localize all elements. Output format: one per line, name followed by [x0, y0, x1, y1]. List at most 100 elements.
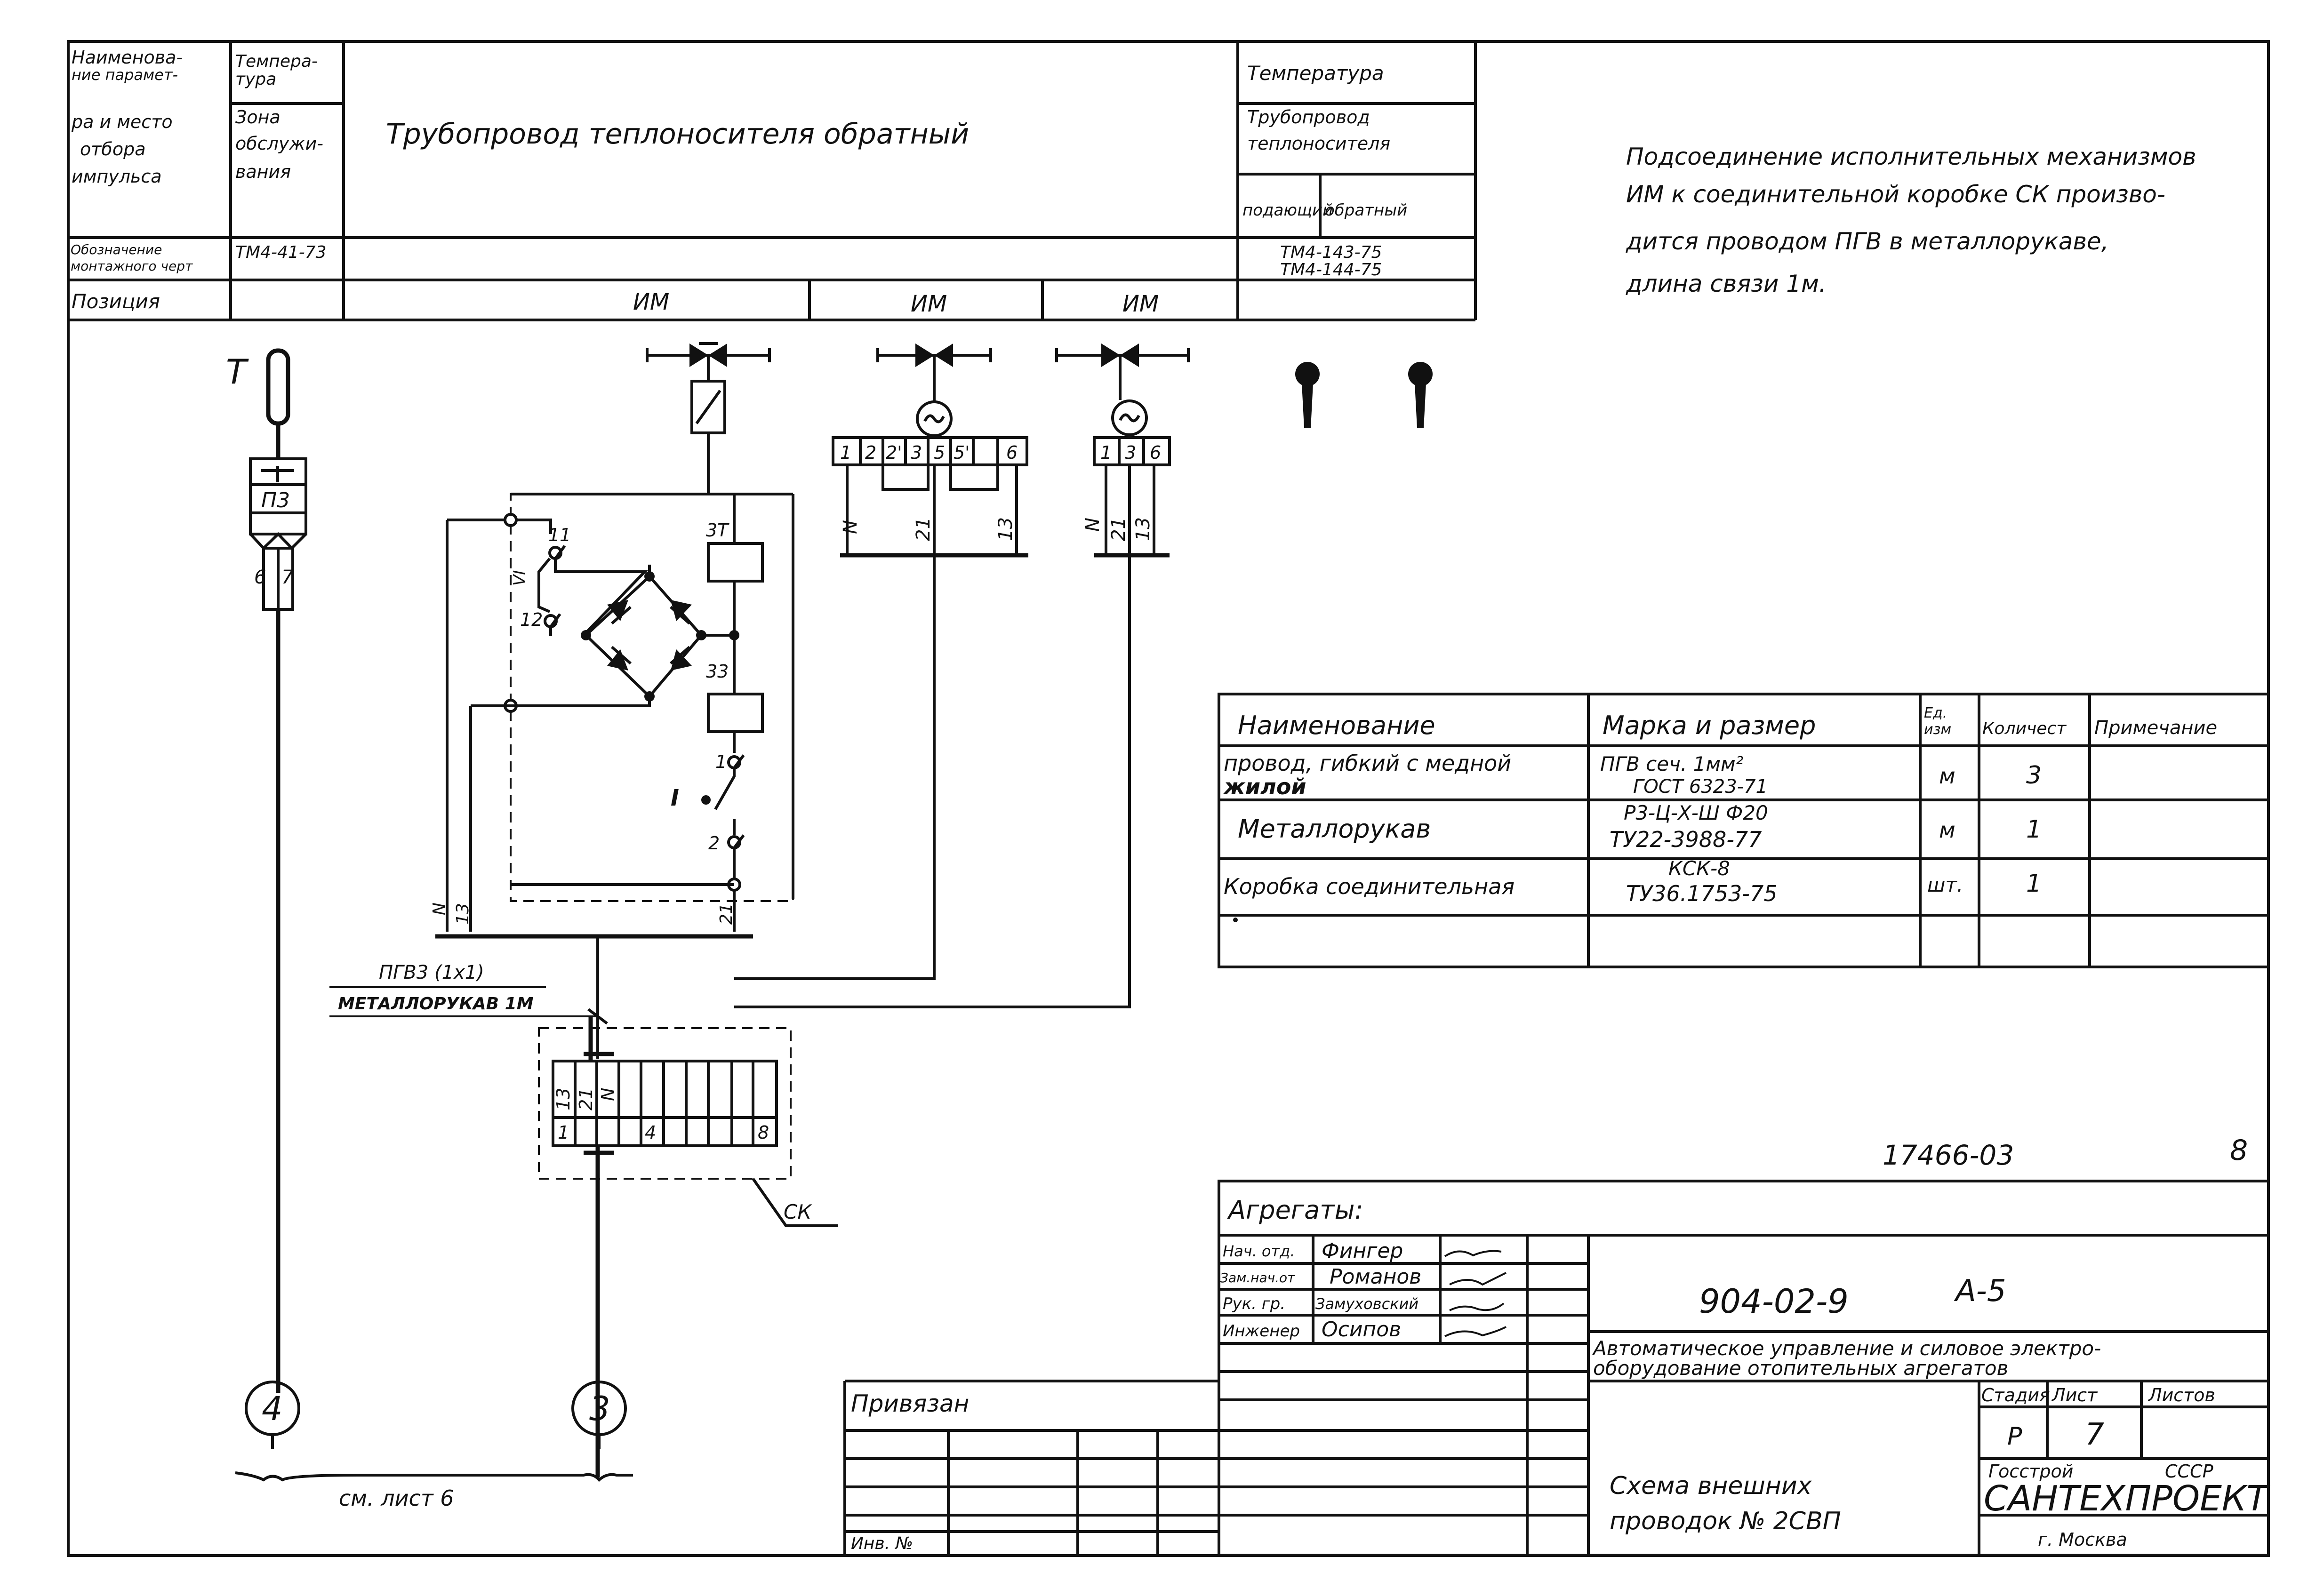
cable-line-1: ПГВ3 (1х1) — [379, 962, 484, 983]
zone-label-2: обслужи- — [235, 133, 323, 154]
sensor-terminal-6: 6 — [254, 567, 266, 588]
coil-3t — [707, 542, 764, 583]
drawing-label-1: Обозначение — [71, 242, 162, 257]
subject-2: оборудование отопительных агрегатов — [1593, 1357, 2008, 1380]
jb-wire-n: N — [598, 1088, 618, 1101]
stage-label: Стадия — [1981, 1385, 2050, 1405]
tb1-wire-13: 13 — [995, 517, 1017, 541]
note-line-1: Подсоединение исполнительных механизмов — [1626, 143, 2196, 170]
header-table: Наименова- ние парамет- ра и место отбор… — [68, 41, 1477, 321]
position-im-2: ИМ — [911, 291, 947, 317]
sheets-label: Листов — [2148, 1385, 2215, 1405]
jb-term-8: 8 — [758, 1122, 769, 1143]
name-4: Осипов — [1322, 1318, 1401, 1341]
position-label: Позиция — [72, 290, 160, 313]
code: 904-02-9 — [1699, 1282, 1849, 1321]
spec-row2-mark-1: Р3-Ц-Х-Ш Ф20 — [1624, 801, 1768, 824]
tb2-term-3: 3 — [1125, 442, 1136, 463]
tb1-term-1: 1 — [840, 442, 851, 463]
position-im-1: ИМ — [633, 289, 669, 315]
spec-row3-qty: 1 — [2026, 870, 2042, 898]
sensor-terminal-7: 7 — [281, 567, 294, 588]
cable-label: ПГВ3 (1х1) МЕТАЛЛОРУКАВ 1М — [329, 962, 608, 1059]
param-label-line4: отбора — [80, 139, 145, 160]
note-line-4: длина связи 1м. — [1626, 270, 1827, 297]
org-name: САНТЕХПРОЕКТ — [1984, 1478, 2270, 1519]
terminal-block-2: 1 3 6 N 21 13 — [734, 436, 1171, 1008]
scheme-title-2: проводок № 2СВП — [1610, 1507, 1841, 1535]
spec-row1-unit: м — [1939, 763, 1955, 789]
name-3: Замуховский — [1315, 1295, 1418, 1313]
tb1-term-2p: 2' — [886, 442, 902, 463]
terminal-block-1: 1 2 2' 3 5 5' 6 N 21 13 — [734, 436, 1028, 980]
role-1: Нач. отд. — [1223, 1242, 1295, 1260]
right-return: обратный — [1325, 201, 1407, 220]
org-city: г. Москва — [2038, 1529, 2127, 1550]
bound-label: Привязан — [851, 1390, 969, 1417]
title-block: Агрегаты: Нач. отд. Фингер Зам.нач.от Ро… — [1218, 1180, 2270, 1557]
spec-row2-mark-2: ТУ22-3988-77 — [1610, 827, 1762, 852]
stage-value: Р — [2007, 1422, 2022, 1451]
contact-vi: VI — [510, 570, 529, 586]
spec-row1-mark-1: ПГВ сеч. 1мм² — [1600, 752, 1744, 775]
org-top-right: СССР — [2165, 1461, 2213, 1482]
scheme-title-1: Схема внешних — [1610, 1472, 1812, 1500]
right-drawing-1: ТМ4-143-75 — [1280, 243, 1382, 262]
sensor-label: П3 — [261, 488, 290, 512]
tb1-term-2: 2 — [865, 442, 876, 463]
right-temp-label: Температура — [1247, 62, 1384, 85]
ref-circle-3-label: 3 — [589, 1389, 610, 1428]
relay-block: 11 VI 12 3Т 33 1 I 2 — [430, 493, 794, 1016]
role-3: Рук. гр. — [1223, 1294, 1285, 1313]
tb1-term-3: 3 — [911, 442, 922, 463]
note-line-2: ИМ к соединительной коробке СК произво- — [1626, 181, 2165, 208]
zone-label-1: Зона — [235, 107, 280, 128]
spec-row1-name-1: провод, гибкий с медной — [1224, 751, 1511, 776]
tb1-term-6: 6 — [1006, 442, 1018, 463]
album: А-5 — [1954, 1274, 2006, 1309]
spec-header-name: Наименование — [1238, 711, 1435, 740]
sheet-label: Лист — [2051, 1385, 2098, 1405]
ref-circle-4-label: 4 — [262, 1389, 283, 1428]
spec-row3-mark-2: ТУ36.1753-75 — [1626, 881, 1777, 906]
right-pipe-2: теплоносителя — [1247, 133, 1390, 154]
contact-2: 2 — [708, 833, 720, 854]
sheet-references: 4 3 см. лист 6 — [235, 1381, 633, 1511]
junction-box: 13 21 N 1 4 8 СК — [538, 1016, 838, 1477]
param-label-line1: Наименова- — [72, 47, 183, 68]
spec-header-note: Примечание — [2094, 717, 2217, 739]
pipe-markers — [1295, 362, 1433, 428]
page-number: 8 — [2230, 1134, 2248, 1167]
spec-row1-mark-2: ГОСТ 6323-71 — [1633, 776, 1768, 798]
tb1-wire-21: 21 — [913, 517, 934, 541]
jb-wire-13: 13 — [553, 1088, 574, 1110]
subject-1: Автоматическое управление и силовое элек… — [1592, 1337, 2101, 1360]
bus-21: 21 — [717, 903, 736, 925]
org-top-left: Госстрой — [1988, 1461, 2073, 1482]
role-4: Инженер — [1223, 1322, 1300, 1341]
spec-header-unit-1: Ед. — [1924, 705, 1947, 721]
bound-block: Привязан Инв. № — [843, 1380, 1219, 1555]
param-label-line5: импульса — [72, 166, 162, 187]
tb1-term-5p: 5' — [954, 442, 970, 463]
tb2-wire-21: 21 — [1108, 517, 1130, 541]
sheet-value: 7 — [2085, 1417, 2104, 1452]
param-label-line3: ра и место — [71, 112, 173, 132]
right-drawing-2: ТМ4-144-75 — [1280, 260, 1382, 279]
coil-33-label: 33 — [706, 661, 729, 682]
spec-row2-name: Металлорукав — [1238, 814, 1431, 844]
right-supply: подающий — [1242, 201, 1333, 220]
installation-note: Подсоединение исполнительных механизмов … — [1626, 143, 2196, 297]
thermometer-bulb — [266, 348, 290, 426]
spec-row3-unit: шт. — [1927, 873, 1963, 896]
bus-13: 13 — [453, 903, 473, 925]
jb-label: СК — [784, 1200, 812, 1223]
name-2: Романов — [1330, 1265, 1421, 1289]
doc-number: 17466-03 — [1883, 1139, 2014, 1171]
valve-group — [646, 342, 1190, 494]
switch-label: I — [671, 785, 679, 811]
note-line-3: дится проводом ПГВ в металлорукаве, — [1626, 228, 2109, 255]
spec-row3-mark-1: КСК-8 — [1668, 857, 1730, 880]
drawing-label-2: монтажного черт — [71, 258, 193, 274]
